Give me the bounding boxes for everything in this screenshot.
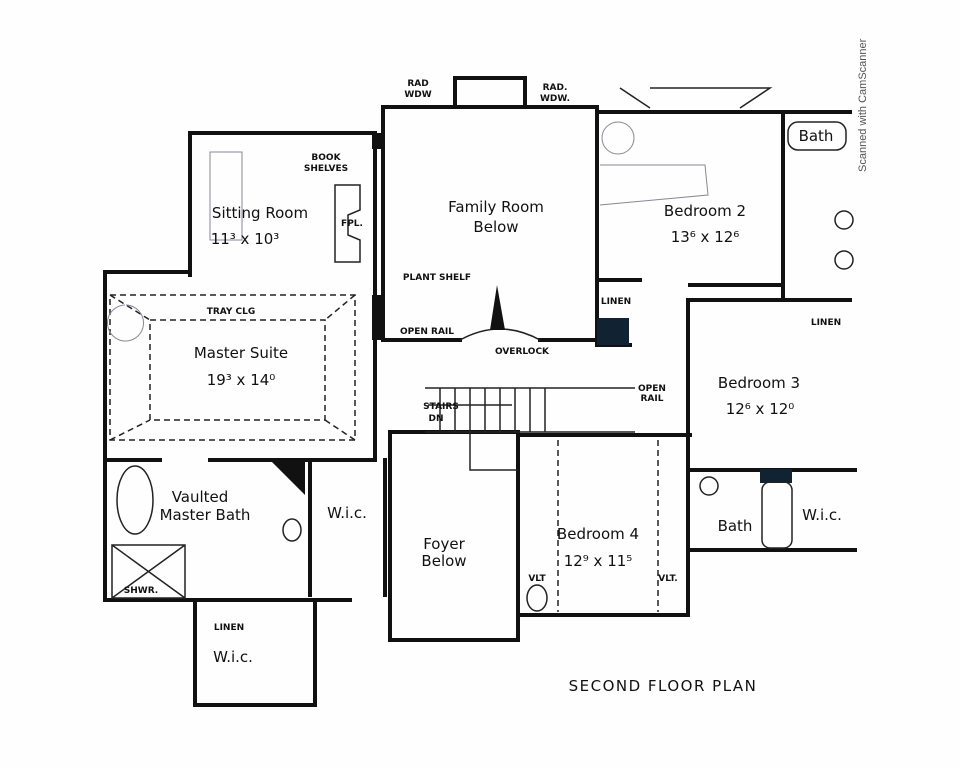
master-bath-label: Vaulted — [172, 488, 229, 506]
bedroom3-label: Bedroom 3 — [718, 374, 800, 392]
sitting-room-label: Sitting Room — [212, 204, 308, 222]
vault-note-2: VLT. — [658, 574, 677, 584]
open-rail-note: OPEN RAIL — [400, 327, 454, 337]
vault-note: VLT — [528, 574, 546, 584]
book-shelves-note: BOOK — [311, 153, 341, 163]
master-suite-size: 19³ x 14⁰ — [207, 371, 276, 389]
master-suite-label: Master Suite — [194, 344, 288, 362]
plan-title: SECOND FLOOR PLAN — [569, 677, 758, 695]
tray-ceiling-note: TRAY CLG — [207, 307, 256, 317]
book-shelves-note-2: SHELVES — [304, 164, 348, 174]
bedroom3-size: 12⁶ x 12⁰ — [726, 400, 795, 418]
open-rail-note-3: RAIL — [641, 394, 664, 404]
wic-bottom-label: W.i.c. — [213, 648, 253, 666]
labels: Sitting Room 11³ x 10³ BOOK SHELVES FPL.… — [124, 38, 869, 695]
bath-right-label: Bath — [718, 517, 753, 535]
linen-note: LINEN — [601, 297, 631, 307]
walls — [103, 76, 857, 707]
fireplace-note: FPL. — [341, 219, 363, 229]
bedroom2-size: 13⁶ x 12⁶ — [671, 228, 740, 246]
overlook-note: OVERLOCK — [495, 347, 550, 357]
family-room-label: Family Room — [448, 198, 544, 216]
stairs-note: STAIRS — [423, 402, 459, 412]
linen-note-3: LINEN — [214, 623, 244, 633]
rad-window-note-4: WDW. — [540, 94, 570, 104]
shower-note: SHWR. — [124, 586, 158, 596]
bath-top-label: Bath — [799, 127, 834, 145]
bedroom2-label: Bedroom 2 — [664, 202, 746, 220]
scanner-watermark: Scanned with CamScanner — [857, 38, 869, 172]
foyer-label: Foyer — [423, 535, 465, 553]
sitting-room-size: 11³ x 10³ — [211, 230, 280, 248]
plant-shelf-note: PLANT SHELF — [403, 273, 471, 283]
bedroom4-size: 12⁹ x 11⁵ — [564, 552, 633, 570]
rad-window-note: RAD — [407, 79, 428, 89]
rad-window-note-2: WDW — [404, 90, 431, 100]
family-room-sub: Below — [473, 218, 518, 236]
open-rail-note-2: OPEN — [638, 384, 666, 394]
stairs-down-note: DN — [428, 414, 443, 424]
master-bath-sub: Master Bath — [160, 506, 251, 524]
wic-right-label: W.i.c. — [802, 506, 842, 524]
linen-note-2: LINEN — [811, 318, 841, 328]
rad-window-note-3: RAD. — [543, 83, 568, 93]
fixtures — [107, 87, 854, 612]
wic-mid-label: W.i.c. — [327, 504, 367, 522]
foyer-sub: Below — [421, 552, 466, 570]
bedroom4-label: Bedroom 4 — [557, 525, 639, 543]
